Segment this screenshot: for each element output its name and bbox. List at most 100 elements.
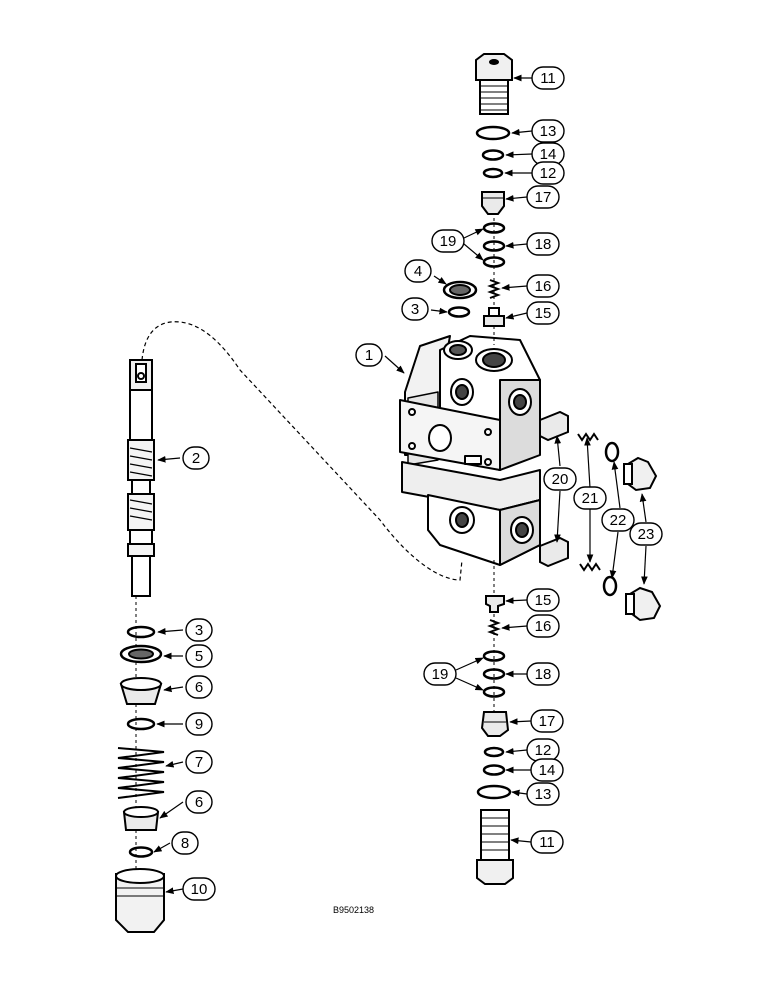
callout-bubble xyxy=(531,161,565,185)
callout-bubble xyxy=(543,467,577,491)
callout-bubble xyxy=(355,343,383,367)
callout-c12-bot: 12 xyxy=(526,738,560,762)
callout-bubble xyxy=(185,750,213,774)
callout-bubble xyxy=(185,618,213,642)
callout-label: 2 xyxy=(192,450,200,467)
callout-label: 19 xyxy=(440,233,457,250)
callout-label: 11 xyxy=(540,70,556,87)
top-part-stack xyxy=(442,53,513,327)
callout-bubble xyxy=(530,758,564,782)
callout-bubble xyxy=(185,675,213,699)
callout-label: 13 xyxy=(535,786,552,803)
callout-label: 8 xyxy=(181,835,189,852)
callout-bubble xyxy=(530,830,564,854)
callout-bubble xyxy=(404,259,432,283)
bottom-part-stack xyxy=(476,595,514,885)
callout-c22: 22 xyxy=(601,508,635,532)
callout-label: 23 xyxy=(638,526,655,543)
callout-label: 18 xyxy=(535,236,552,253)
figure-code: B9502138 xyxy=(333,905,374,915)
callout-bubble xyxy=(526,274,560,298)
callout-label: 14 xyxy=(539,762,556,779)
leader-lines xyxy=(153,74,648,894)
callout-c3-top: 3 xyxy=(401,297,429,321)
callout-label: 21 xyxy=(582,490,599,507)
callout-label: 19 xyxy=(432,666,449,683)
callout-label: 13 xyxy=(540,123,557,140)
callout-label: 1 xyxy=(365,347,373,364)
callout-bubble xyxy=(401,297,429,321)
callout-label: 6 xyxy=(195,679,203,696)
callout-bubble xyxy=(526,588,560,612)
callout-label: 9 xyxy=(195,716,203,733)
callout-c20: 20 xyxy=(543,467,577,491)
callout-label: 20 xyxy=(552,471,569,488)
callout-label: 16 xyxy=(535,618,552,635)
callout-c17-bot: 17 xyxy=(530,709,564,733)
callout-label: 14 xyxy=(540,146,557,163)
callout-label: 16 xyxy=(535,278,552,295)
callout-label: 11 xyxy=(539,834,555,851)
callout-label: 10 xyxy=(191,881,208,898)
callout-bubble xyxy=(185,790,213,814)
callout-bubble xyxy=(629,522,663,546)
callout-c19-bot: 19 xyxy=(423,662,457,686)
callout-bubble xyxy=(526,662,560,686)
callout-c16-top: 16 xyxy=(526,274,560,298)
callout-bubble xyxy=(573,486,607,510)
callout-c5: 5 xyxy=(185,644,213,668)
callout-c9: 9 xyxy=(185,712,213,736)
callout-bubble xyxy=(526,232,560,256)
callout-c7: 7 xyxy=(185,750,213,774)
callout-label: 3 xyxy=(411,301,419,318)
callout-bubble xyxy=(526,782,560,806)
callout-c14-top: 14 xyxy=(531,142,565,166)
callout-c21: 21 xyxy=(573,486,607,510)
callout-c15-top: 15 xyxy=(526,301,560,325)
callout-c3-bot: 3 xyxy=(185,618,213,642)
callout-c13-bot: 13 xyxy=(526,782,560,806)
callout-c12-top: 12 xyxy=(531,161,565,185)
callout-label: 6 xyxy=(195,794,203,811)
callout-c18-top: 18 xyxy=(526,232,560,256)
callout-c6-top: 6 xyxy=(185,675,213,699)
callout-label: 17 xyxy=(539,713,556,730)
callout-bubble xyxy=(531,66,565,90)
callout-c19-top: 19 xyxy=(431,229,465,253)
callout-c4: 4 xyxy=(404,259,432,283)
callout-c11-top: 11 xyxy=(531,66,565,90)
valve-body xyxy=(399,335,541,566)
callout-c10: 10 xyxy=(182,877,216,901)
callout-bubble xyxy=(526,185,560,209)
callout-bubble xyxy=(423,662,457,686)
callout-c16-bot: 16 xyxy=(526,614,560,638)
callout-c1: 1 xyxy=(355,343,383,367)
callout-c15-bot: 15 xyxy=(526,588,560,612)
callout-bubble xyxy=(182,877,216,901)
callout-bubble xyxy=(530,709,564,733)
callout-label: 18 xyxy=(535,666,552,683)
callout-label: 12 xyxy=(535,742,552,759)
callout-bubble xyxy=(185,644,213,668)
callout-c23: 23 xyxy=(629,522,663,546)
callout-c6-bot: 6 xyxy=(185,790,213,814)
relief-part-set xyxy=(539,410,662,622)
callout-bubble xyxy=(171,831,199,855)
callout-c14-bot: 14 xyxy=(530,758,564,782)
callout-c18-bot: 18 xyxy=(526,662,560,686)
callout-label: 15 xyxy=(535,592,552,609)
callout-label: 22 xyxy=(610,512,627,529)
spool-assembly xyxy=(115,359,165,933)
callout-bubble xyxy=(185,712,213,736)
callout-label: 4 xyxy=(414,263,422,280)
callout-label: 15 xyxy=(535,305,552,322)
callout-c17-top: 17 xyxy=(526,185,560,209)
callout-bubble xyxy=(526,614,560,638)
callout-c2: 2 xyxy=(182,446,210,470)
callout-label: 17 xyxy=(535,189,552,206)
callout-bubble xyxy=(182,446,210,470)
callout-label: 3 xyxy=(195,622,203,639)
callout-label: 5 xyxy=(195,648,203,665)
